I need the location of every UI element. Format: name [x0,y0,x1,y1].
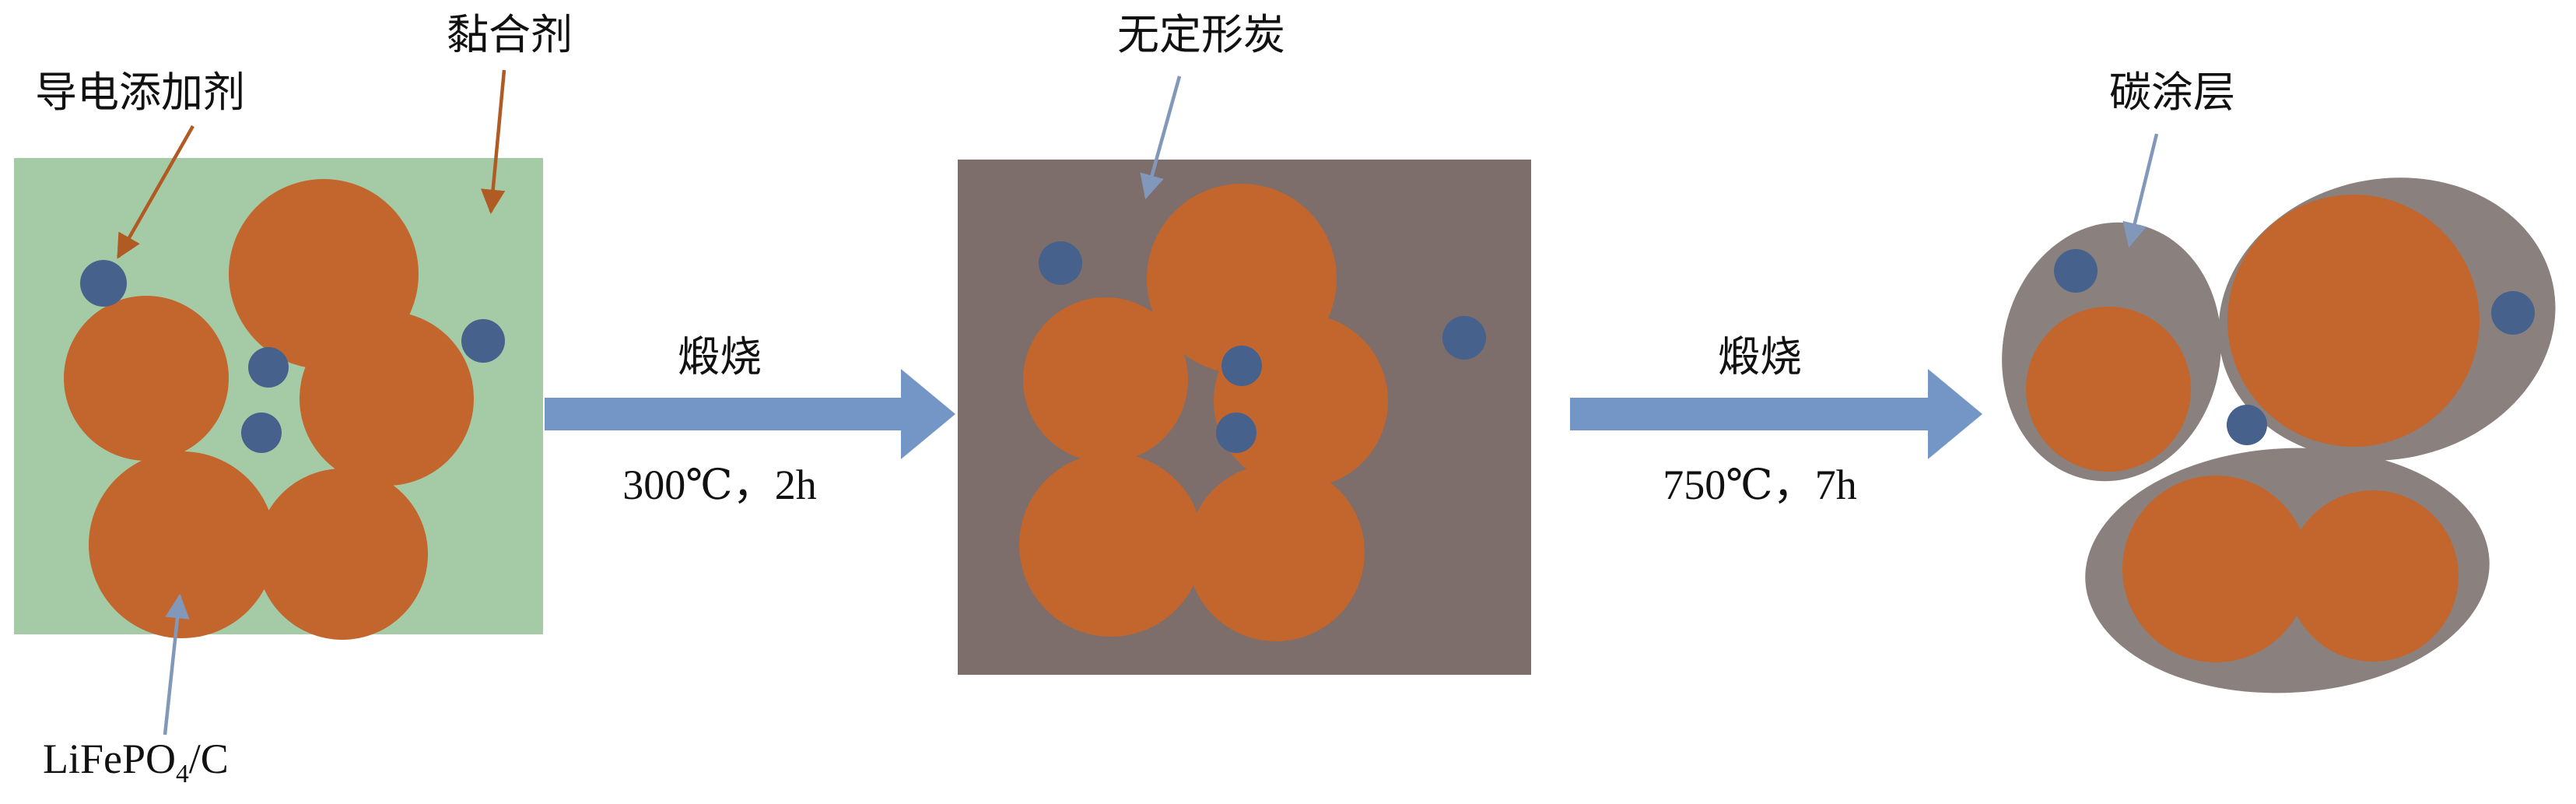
lifepo4-particle [257,469,428,640]
label-carbon-coating: 碳涂层 [2109,69,2235,116]
conductive-additive-dot [241,413,282,453]
coated-particle [2002,222,2221,482]
pointer-conductive-additive [117,125,195,259]
coated-particle [2085,448,2490,693]
label-conductive-additive: 导电添加剂 [35,69,245,116]
lifepo4-subscript: 4 [176,759,189,788]
label-binder: 黏合剂 [447,12,573,58]
lifepo4-particle [1023,297,1188,462]
conductive-additive-dot [1221,346,1262,386]
lifepo4-particle [64,296,229,461]
step1-condition-label: 300℃，2h [622,462,817,508]
step2-condition-label: 750℃，7h [1663,462,1857,508]
stage1-binder-mixture [14,158,543,640]
stage2-amorphous-carbon-mixture [958,160,1531,675]
lifepo4-particle [2227,195,2480,447]
conductive-additive-dot [2491,291,2535,335]
lifepo4-particle [2287,490,2459,662]
label-amorphous-carbon: 无定形炭 [1117,12,1285,58]
conductive-additive-dot [80,260,127,307]
stage3-coated-particles [2002,177,2556,693]
step1-process-label: 煅烧 [678,334,762,381]
lifepo4-particle [2026,307,2191,472]
lifepo4-text: LiFePO [43,736,177,782]
pointer-carbon-coating [2122,133,2159,248]
conductive-additive-dot [1442,316,1486,360]
conductive-additive-dot [1216,413,1256,453]
coated-particle [2218,177,2556,461]
label-lifepo4c: LiFePO4/C [43,736,229,789]
step2-process-label: 煅烧 [1718,334,1802,381]
pointer-lifepo4c [163,593,190,736]
pointer-amorphous-carbon [1140,75,1182,200]
conductive-additive-dot [2227,405,2267,445]
conductive-additive-dot [2054,249,2098,293]
conductive-additive-dot [248,347,289,388]
lifepo4-particle [1187,464,1365,641]
lifepo4-particle [2122,476,2309,662]
pointer-binder [480,69,506,215]
lifepo4-particle [1019,453,1203,637]
conductive-additive-dot [461,319,505,363]
lifepo4-particle [300,311,474,486]
conductive-additive-dot [1039,241,1082,285]
process-arrow-1 [545,369,955,459]
lifepo4-suffix-text: /C [188,736,229,782]
lifepo4-particle [1214,314,1388,488]
lifepo4-particle [89,451,275,638]
process-arrow-2 [1570,369,1982,459]
